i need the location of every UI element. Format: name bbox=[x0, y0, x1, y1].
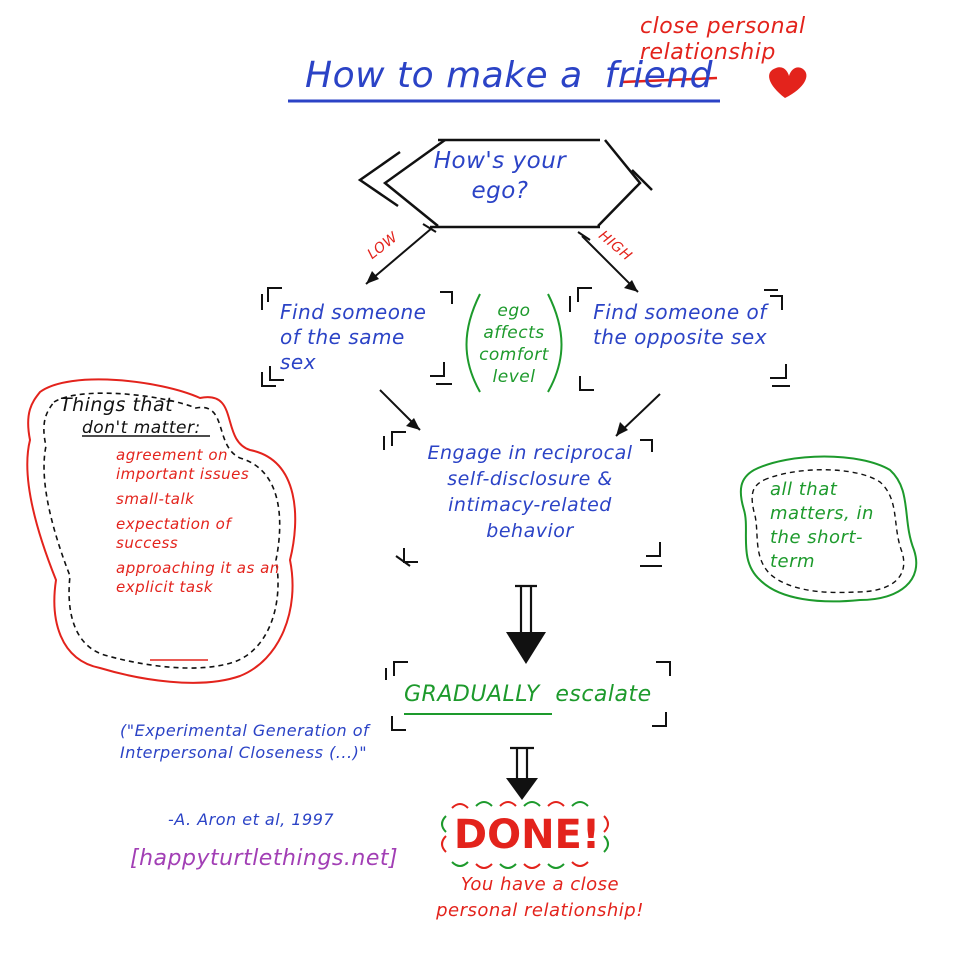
short-term-note: all that matters, in the short-term bbox=[770, 479, 874, 572]
done-caption: You have a close personal relationship! bbox=[436, 874, 644, 921]
same-sex-box-corners bbox=[261, 287, 453, 387]
escalate-box: GRADUALLY escalate bbox=[404, 682, 652, 707]
same-sex-box: Find someone of the same sex bbox=[280, 300, 427, 374]
engage-box: Engage in reciprocal self-disclosure & i… bbox=[427, 442, 633, 542]
escalate-box-corners bbox=[385, 661, 671, 731]
dont-matter-item: approaching it as an explicit task bbox=[116, 559, 280, 596]
dont-matter-list: agreement on important issues small-talk… bbox=[116, 446, 286, 597]
double-arrow-2 bbox=[510, 746, 534, 780]
heart-icon bbox=[769, 67, 807, 98]
citation-author: -A. Aron et al, 1997 bbox=[168, 810, 335, 829]
title-replacement: close personal relationship bbox=[640, 14, 806, 65]
decision-hexagon bbox=[357, 138, 653, 229]
dont-matter-item: agreement on important issues bbox=[116, 446, 250, 483]
short-term-dashed-outline bbox=[751, 469, 905, 594]
ego-comfort-note: ego affects comfort level bbox=[479, 301, 549, 387]
dont-matter-heading-2: don't matter: bbox=[82, 418, 201, 438]
dont-matter-item: expectation of success bbox=[116, 515, 232, 552]
escalate-emphasis: GRADUALLY bbox=[404, 682, 540, 707]
citation-title: ("Experimental Generation of Interperson… bbox=[120, 721, 370, 762]
dont-matter-dashed-outline bbox=[43, 392, 281, 669]
double-arrow-2-head bbox=[506, 778, 538, 800]
title-struck-word: friend bbox=[604, 55, 713, 96]
right-green-paren bbox=[547, 293, 563, 393]
page-title: How to make a friend bbox=[305, 55, 713, 96]
opposite-sex-box: Find someone of the opposite sex bbox=[592, 300, 768, 349]
title-prefix: How to make a bbox=[305, 55, 583, 96]
merge-left-arrowhead bbox=[406, 418, 420, 430]
friend-strikethrough bbox=[621, 76, 718, 84]
left-green-paren bbox=[465, 293, 481, 393]
dont-matter-heading-1: Things that bbox=[60, 394, 174, 416]
double-arrow-1 bbox=[515, 584, 537, 632]
engage-box-corners bbox=[383, 431, 662, 567]
citation-site[interactable]: [happyturtlethings.net] bbox=[130, 846, 399, 871]
double-arrow-1-head bbox=[506, 632, 546, 664]
dont-matter-panel: Things that don't matter: agreement on i… bbox=[60, 394, 290, 597]
done-label: DONE! bbox=[453, 812, 601, 858]
done-decorative-border bbox=[441, 801, 609, 869]
decision-question: How's your ego? bbox=[433, 148, 567, 204]
dont-matter-item: small-talk bbox=[116, 490, 195, 508]
dont-matter-outline bbox=[26, 378, 297, 684]
branch-arrows bbox=[365, 223, 639, 293]
escalate-rest: escalate bbox=[555, 682, 652, 707]
merge-right-arrowhead bbox=[616, 422, 628, 436]
low-arrowhead bbox=[366, 271, 379, 284]
high-arrowhead bbox=[624, 280, 638, 292]
short-term-outline bbox=[739, 455, 918, 603]
opposite-sex-box-corners bbox=[569, 287, 790, 391]
